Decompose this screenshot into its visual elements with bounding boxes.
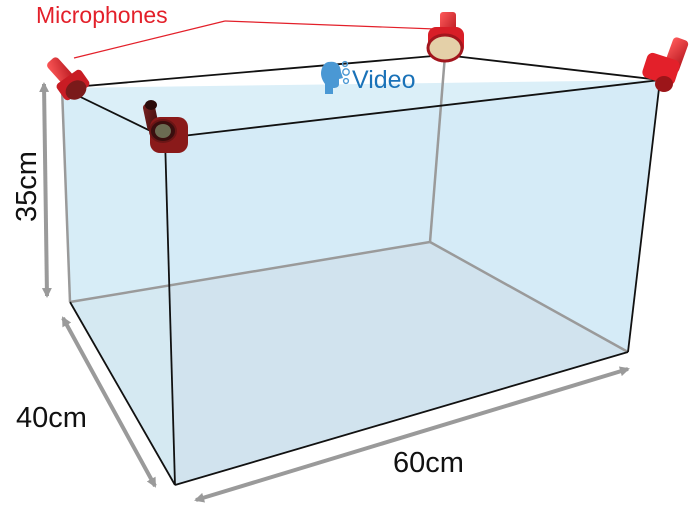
width-arrow [194,366,630,503]
depth-label: 40cm [16,402,87,434]
dimension-arrows [39,82,630,503]
height-arrow [39,82,52,298]
speaking-head-icon [321,60,350,94]
microphone-front [142,100,188,153]
microphone-callout-lines [73,20,436,59]
front-wall [165,80,660,485]
microphone-back-right [642,37,689,92]
microphones-label: Microphones [36,2,168,28]
microphone-back-left [47,57,90,101]
width-label: 60cm [393,447,464,479]
video-label: Video [352,66,416,94]
microphone-back-center [426,12,464,63]
inner-edges [60,54,629,354]
depth-arrow [61,316,157,488]
height-label: 35cm [11,151,43,222]
